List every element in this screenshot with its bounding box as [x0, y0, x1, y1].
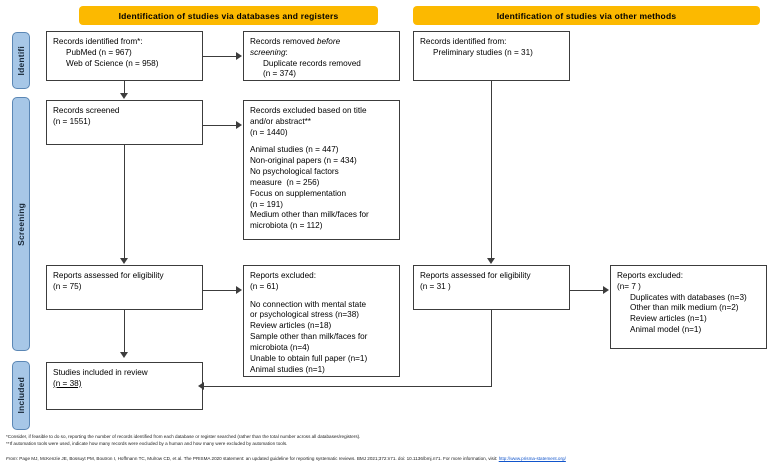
section-header-databases-label: Identification of studies via databases …	[118, 10, 339, 21]
reports-excluded-left-spacer	[250, 293, 393, 300]
arrow-assessed-to-included	[120, 352, 128, 358]
box-records-identified: Records identified from*: PubMed (n = 96…	[46, 31, 203, 81]
studies-included-line1: Studies included in review	[53, 368, 148, 377]
reports-excluded-left-noconn-2: or psychological stress (n=38)	[250, 310, 359, 320]
arrow-right-elbow-to-included	[198, 382, 204, 390]
records-excluded-spacer	[250, 138, 393, 145]
reports-excluded-left-sample-2: microbiota (n=4)	[250, 342, 310, 352]
reports-excluded-left-noconn-1: No connection with mental state	[250, 299, 367, 309]
records-excluded-nopsych-1: No psychological factors	[250, 167, 339, 177]
connector-right-elbow-vertical	[491, 310, 492, 386]
arrow-identified-to-removed	[236, 52, 242, 60]
records-removed-l2a: screening	[250, 47, 286, 57]
section-header-databases: Identification of studies via databases …	[79, 6, 378, 25]
reports-excluded-right-animal: Animal model (n=1)	[630, 325, 702, 335]
box-records-removed: Records removed before screening: Duplic…	[243, 31, 400, 81]
reports-assessed-left-count: (n = 75)	[53, 281, 82, 291]
records-excluded-nonoriginal: Non-original papers (n = 434)	[250, 156, 357, 166]
arrow-identified-to-screened	[120, 93, 128, 99]
reports-excluded-right-line1: Reports excluded:	[617, 271, 683, 280]
box-studies-included: Studies included in review (n = 38)	[46, 362, 203, 410]
footnote-source-label: From:	[6, 456, 18, 461]
records-removed-line2: screening:	[250, 48, 393, 59]
records-removed-l2b: :	[285, 47, 288, 57]
section-header-other-methods-label: Identification of studies via other meth…	[496, 10, 677, 21]
arrow-other-identified-to-assessed	[487, 258, 495, 264]
prisma-statement-link[interactable]: http://www.prisma-statement.org/	[498, 456, 566, 461]
records-identified-other-line1: Records identified from:	[420, 37, 507, 46]
footnote-source-text: Page MJ, McKenzie JE, Bossuyt PM, Boutro…	[18, 456, 499, 461]
records-excluded-count: (n = 1440)	[250, 127, 288, 137]
stage-label-included-text: Included	[16, 377, 26, 414]
records-screened-line1: Records screened	[53, 106, 120, 115]
records-identified-pubmed: PubMed (n = 967)	[66, 47, 132, 57]
records-excluded-supplementation-1: Focus on supplementation	[250, 188, 347, 198]
reports-excluded-left-animal: Animal studies (n=1)	[250, 364, 325, 374]
records-removed-count: (n = 374)	[263, 69, 296, 79]
section-header-other-methods: Identification of studies via other meth…	[413, 6, 760, 25]
records-excluded-line2: and/or abstract**	[250, 116, 311, 126]
records-excluded-animal: Animal studies (n = 447)	[250, 145, 339, 155]
arrow-screened-to-assessed	[120, 258, 128, 264]
reports-assessed-right-count: (n = 31 )	[420, 281, 451, 291]
box-reports-assessed-left: Reports assessed for eligibility (n = 75…	[46, 265, 203, 310]
reports-excluded-left-sample-1: Sample other than milk/faces for	[250, 332, 368, 342]
box-records-identified-other: Records identified from: Preliminary stu…	[413, 31, 570, 81]
box-reports-excluded-right: Reports excluded: (n= 7 ) Duplicates wit…	[610, 265, 767, 349]
stage-label-included: Included	[12, 361, 30, 430]
records-removed-l1b: before	[316, 37, 341, 46]
records-identified-line1: Records identified from*:	[53, 37, 143, 46]
reports-excluded-left-line1: Reports excluded:	[250, 271, 316, 280]
connector-right-elbow-horizontal	[204, 386, 492, 387]
records-removed-l1a: Records removed	[250, 37, 317, 46]
box-records-excluded: Records excluded based on title and/or a…	[243, 100, 400, 240]
arrow-assessed-right-to-excluded-right	[603, 286, 609, 294]
reports-assessed-right-line1: Reports assessed for eligibility	[420, 271, 531, 280]
records-excluded-supplementation-2: (n = 191)	[250, 199, 283, 209]
stage-label-screening-text: Screening	[16, 202, 26, 246]
arrow-screened-to-excluded	[236, 121, 242, 129]
reports-excluded-right-duplicates: Duplicates with databases (n=3)	[630, 292, 747, 302]
records-removed-duplicates: Duplicate records removed	[263, 58, 361, 68]
footnote-single-star: *Consider, if feasible to do so, reporti…	[6, 434, 361, 439]
reports-excluded-right-count: (n= 7 )	[617, 281, 641, 291]
stage-label-screening: Screening	[12, 97, 30, 351]
connector-other-identified-to-assessed	[491, 81, 492, 258]
box-records-screened: Records screened (n = 1551)	[46, 100, 203, 145]
footnote-source: From: Page MJ, McKenzie JE, Bossuyt PM, …	[6, 456, 566, 463]
reports-excluded-left-count: (n = 61)	[250, 281, 279, 291]
reports-assessed-left-line1: Reports assessed for eligibility	[53, 271, 164, 280]
arrow-assessed-to-excluded-left	[236, 286, 242, 294]
records-screened-count: (n = 1551)	[53, 116, 91, 126]
connector-assessed-to-included	[124, 310, 125, 352]
records-removed-line1: Records removed before	[250, 37, 393, 48]
records-excluded-medium-1: Medium other than milk/faces for	[250, 210, 369, 220]
stage-label-identification-text: Identifi	[16, 45, 26, 76]
connector-identified-to-removed	[203, 56, 237, 57]
footnote-double-star: **If automation tools were used, indicat…	[6, 441, 288, 446]
box-reports-excluded-left: Reports excluded: (n = 61) No connection…	[243, 265, 400, 377]
records-identified-other-prelim: Preliminary studies (n = 31)	[433, 47, 533, 57]
studies-included-count: (n = 38)	[53, 378, 82, 388]
reports-excluded-left-unable: Unable to obtain full paper (n=1)	[250, 353, 368, 363]
records-identified-wos: Web of Science (n = 958)	[66, 58, 159, 68]
reports-excluded-right-review: Review articles (n=1)	[630, 314, 707, 324]
connector-screened-to-excluded	[203, 125, 237, 126]
records-excluded-line1: Records excluded based on title	[250, 106, 367, 115]
connector-screened-to-assessed	[124, 145, 125, 258]
connector-identified-to-screened	[124, 81, 125, 94]
reports-excluded-right-othermedium: Other than milk medium (n=2)	[630, 303, 739, 313]
records-excluded-medium-2: microbiota (n = 112)	[250, 221, 323, 231]
records-excluded-nopsych-2: measure (n = 256)	[250, 177, 320, 187]
reports-excluded-left-review: Review articles (n=18)	[250, 321, 332, 331]
connector-assessed-to-excluded-left	[203, 290, 237, 291]
stage-label-identification: Identifi	[12, 32, 30, 89]
connector-assessed-right-to-excluded-right	[570, 290, 604, 291]
box-reports-assessed-right: Reports assessed for eligibility (n = 31…	[413, 265, 570, 310]
